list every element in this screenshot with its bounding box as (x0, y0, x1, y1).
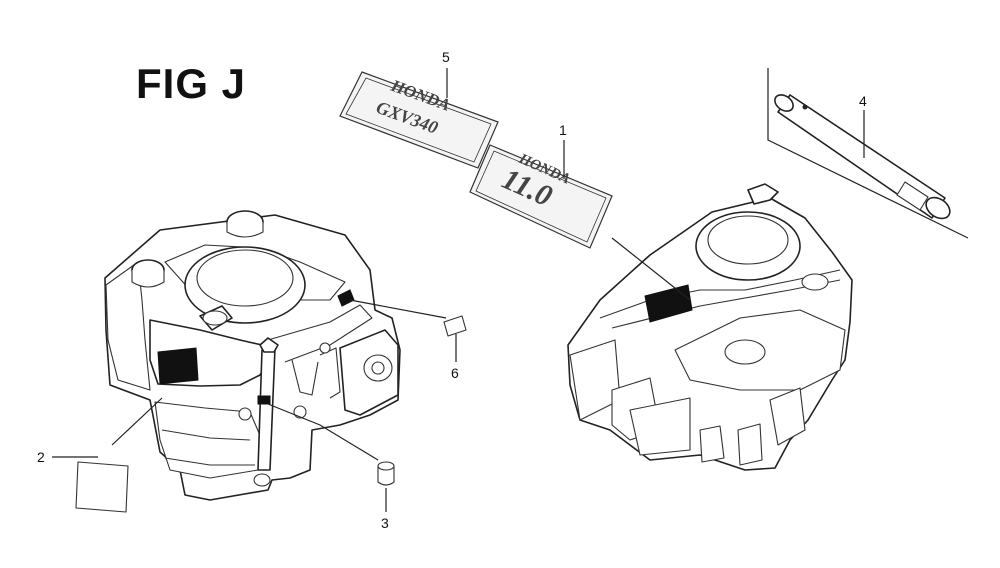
callout-1: 1 (559, 122, 567, 138)
callout-numbers: 5 1 4 2 3 6 (37, 49, 867, 531)
engine-right (567, 183, 853, 471)
label-part-2 (75, 461, 129, 513)
tool-part-4 (767, 68, 969, 239)
cap-part-3 (377, 461, 395, 486)
emblem-label-5: HONDA GXV340 (339, 71, 499, 169)
leader-lines (52, 68, 865, 512)
callout-2: 2 (37, 449, 45, 465)
callout-3: 3 (381, 515, 389, 531)
callout-4: 4 (859, 93, 867, 109)
emblem-label-1: HONDA 11.0 (469, 144, 613, 249)
callout-5: 5 (442, 49, 450, 65)
engine-left (104, 210, 401, 501)
callout-6: 6 (451, 365, 459, 381)
label-part-6 (443, 315, 467, 337)
figure-title: FIG J (136, 60, 247, 107)
